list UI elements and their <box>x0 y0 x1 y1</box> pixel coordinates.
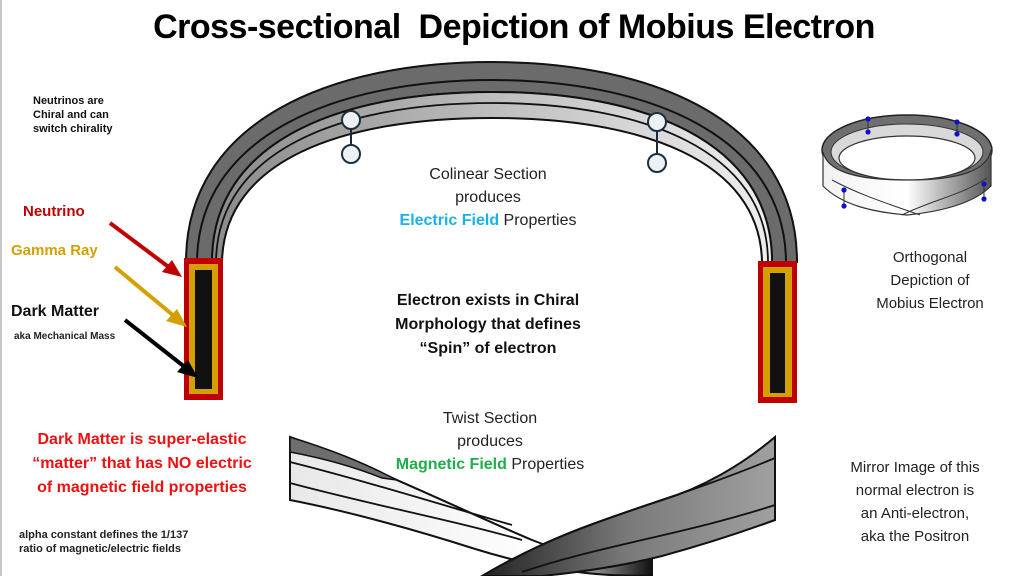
dot <box>841 203 847 209</box>
text-line: Morphology that defines <box>395 316 581 333</box>
dot <box>865 129 871 135</box>
magnetic-field-highlight: Magnetic Field <box>395 456 507 473</box>
text-line: produces <box>457 433 523 450</box>
dark-matter-arrow <box>123 318 198 378</box>
dot <box>865 116 871 122</box>
dark-matter-label: Dark Matter <box>11 303 100 320</box>
dot <box>981 181 987 187</box>
text-line: Orthogonal <box>892 249 968 266</box>
electric-field-highlight: Electric Field <box>399 212 500 229</box>
text-line: Mobius Electron <box>876 295 984 312</box>
mirror-image-note: Mirror Image of this normal electron is … <box>820 456 1010 548</box>
text-span: Properties <box>506 456 585 473</box>
note-line: alpha constant defines the 1/137 <box>19 529 189 541</box>
dark-matter-note: Dark Matter is super-elastic “matter” th… <box>2 428 282 500</box>
text-line: Electron exists in Chiral <box>396 292 580 309</box>
gamma-ray-label: Gamma Ray <box>11 242 98 259</box>
text-line: produces <box>455 189 521 206</box>
dot <box>981 196 987 202</box>
neutrino-chirality-note: Neutrinos are Chiral and can switch chir… <box>33 94 112 136</box>
page-title: Cross-sectional Depiction of Mobius Elec… <box>153 8 875 46</box>
node-pair-left <box>341 110 361 164</box>
node-pair-right <box>647 112 667 173</box>
orthogonal-mobius-figure <box>821 114 993 216</box>
dot <box>841 187 847 193</box>
dark-matter-sublabel: aka Mechanical Mass <box>14 331 116 342</box>
orthogonal-depiction-label: Orthogonal Depiction of Mobius Electron <box>840 246 1020 315</box>
text-line: Colinear Section <box>429 166 547 183</box>
colinear-band <box>184 60 799 263</box>
twist-section-text: Twist Section produces Magnetic Field Pr… <box>340 407 640 476</box>
twist-band <box>289 434 776 576</box>
text-line: aka the Positron <box>860 528 970 545</box>
text-line: Electric Field Properties <box>338 209 638 232</box>
cross-section-left <box>184 258 223 400</box>
gamma-ray-arrow <box>113 265 187 327</box>
cross-section-right <box>758 261 797 403</box>
note-line: Dark Matter is super-elastic <box>37 431 247 448</box>
text-line: an Anti-electron, <box>860 505 970 522</box>
text-line: Twist Section <box>442 410 538 427</box>
neutrino-arrow <box>108 221 182 277</box>
note-line: “matter” that has NO electric <box>32 455 252 472</box>
note-line: switch chirality <box>33 123 113 135</box>
note-line: Chiral and can <box>33 109 109 121</box>
text-span: Properties <box>499 212 577 229</box>
dot <box>954 131 960 137</box>
text-line: Mirror Image of this <box>850 459 980 476</box>
note-line: of magnetic field properties <box>37 479 247 496</box>
chiral-morphology-text: Electron exists in Chiral Morphology tha… <box>338 289 638 361</box>
dot <box>954 119 960 125</box>
alpha-constant-note: alpha constant defines the 1/137 ratio o… <box>19 528 188 556</box>
text-line: normal electron is <box>855 482 975 499</box>
note-line: ratio of magnetic/electric fields <box>19 543 181 555</box>
colinear-section-text: Colinear Section produces Electric Field… <box>338 163 638 232</box>
neutrino-label: Neutrino <box>23 203 85 220</box>
note-line: Neutrinos are <box>33 95 104 107</box>
text-line: Depiction of <box>890 272 970 289</box>
text-line: Magnetic Field Properties <box>340 453 640 476</box>
text-line: “Spin” of electron <box>419 340 557 357</box>
